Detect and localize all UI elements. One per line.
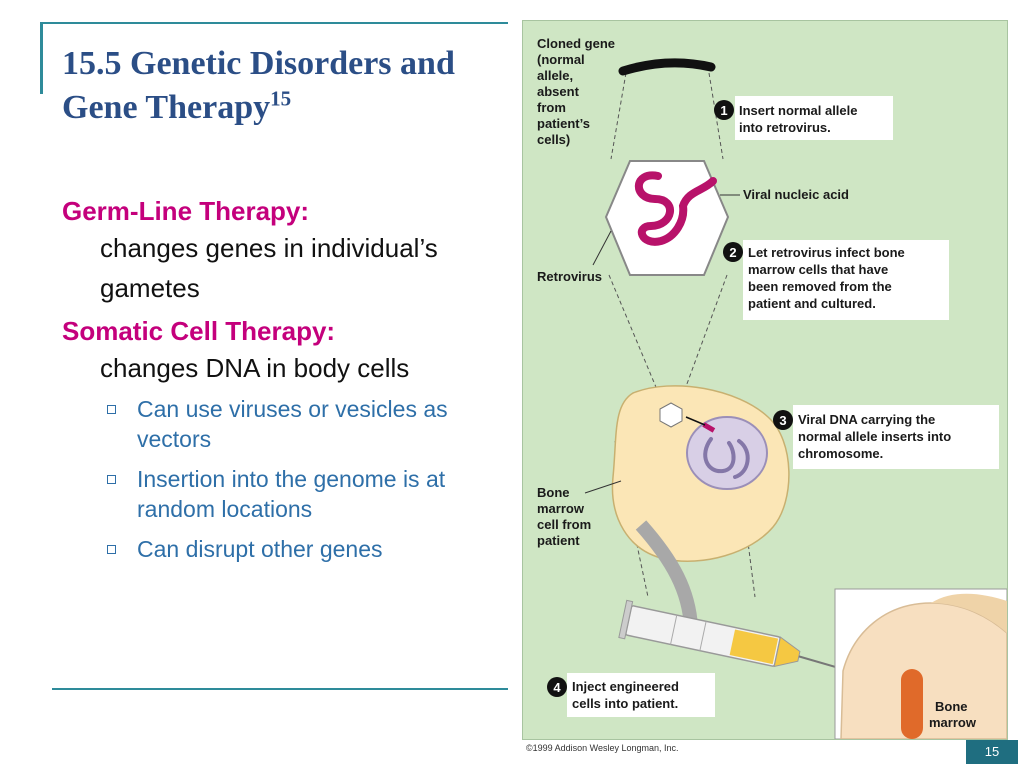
cloned-gene-label: Cloned gene (normal allele, absent from … — [537, 36, 619, 147]
sub-bullet: Insertion into the genome is at random l… — [62, 464, 502, 524]
syringe-icon — [618, 599, 919, 692]
slide-title: 15.5 Genetic Disorders and Gene Therapy1… — [62, 42, 502, 130]
step-number: 2 — [729, 245, 736, 260]
sub-bullet-text: Insertion into the genome is at random l… — [137, 466, 446, 522]
hollow-square-bullet-icon — [107, 545, 116, 554]
gene-therapy-figure: Cloned gene (normal allele, absent from … — [522, 20, 1008, 740]
viral-nucleic-acid-icon — [634, 171, 717, 246]
step-text: Inject engineered cells into patient. — [572, 679, 683, 711]
step-number-badge — [714, 100, 734, 120]
bone-marrow-cell-label: Bone marrow cell from patient — [537, 485, 595, 548]
bone-marrow-icon — [901, 669, 923, 739]
bullet-body: changes genes in individual’s gametes — [100, 233, 438, 303]
step-text: Insert normal allele into retrovirus. — [739, 103, 861, 135]
sub-bullet: Can disrupt other genes — [62, 534, 502, 564]
slide-content: Germ-Line Therapy: changes genes in indi… — [62, 194, 502, 574]
step-2: 2 Let retrovirus infect bone marrow cell… — [723, 240, 949, 320]
hollow-square-bullet-icon — [107, 405, 116, 414]
step-number-badge — [773, 410, 793, 430]
gene-therapy-diagram: Cloned gene (normal allele, absent from … — [537, 36, 1007, 739]
figure-copyright: ©1999 Addison Wesley Longman, Inc. — [526, 743, 679, 753]
title-top-rule — [40, 22, 508, 24]
step-3: 3 Viral DNA carrying the normal allele i… — [773, 405, 999, 469]
small-virus-icon — [659, 402, 683, 428]
page-number: 15 — [966, 740, 1018, 764]
bone-inset — [834, 588, 1007, 739]
viral-nucleic-acid-label: Viral nucleic acid — [743, 187, 849, 202]
inserted-allele-icon — [702, 422, 716, 433]
nucleus-icon — [686, 416, 768, 490]
hollow-square-bullet-icon — [107, 475, 116, 484]
step-number-badge — [547, 677, 567, 697]
sub-bullet-text: Can use viruses or vesicles as vectors — [137, 396, 448, 452]
step-number: 3 — [779, 413, 786, 428]
step-number: 4 — [553, 680, 561, 695]
step-text: Let retrovirus infect bone marrow cells … — [748, 245, 908, 311]
slide-title-text: 15.5 Genetic Disorders and Gene Therapy — [62, 45, 455, 126]
chromosome-icon — [703, 437, 750, 479]
bullet-germ-line-therapy: Germ-Line Therapy: changes genes in indi… — [62, 194, 502, 308]
step-text: Viral DNA carrying the normal allele ins… — [798, 412, 955, 461]
sub-bullet: Can use viruses or vesicles as vectors — [62, 394, 502, 454]
transfer-arrow-icon — [635, 520, 698, 628]
sub-bullet-text: Can disrupt other genes — [137, 536, 383, 562]
step-number-badge — [723, 242, 743, 262]
cloned-gene-icon — [618, 58, 716, 76]
bullet-body: changes DNA in body cells — [100, 353, 410, 383]
step-1: 1 Insert normal allele into retrovirus. — [714, 96, 893, 140]
bullet-heading: Somatic Cell Therapy: — [62, 316, 336, 346]
title-accent-bar — [40, 22, 43, 94]
title-footnote-superscript: 15 — [270, 86, 292, 111]
step-4: 4 Inject engineered cells into patient. — [547, 673, 715, 717]
bullet-heading: Germ-Line Therapy: — [62, 196, 310, 226]
bone-marrow-label: Bone marrow — [929, 699, 977, 730]
bullet-somatic-cell-therapy: Somatic Cell Therapy: changes DNA in bod… — [62, 314, 502, 388]
step-number: 1 — [720, 103, 727, 118]
retrovirus-label: Retrovirus — [537, 269, 602, 284]
content-bottom-rule — [52, 688, 508, 690]
